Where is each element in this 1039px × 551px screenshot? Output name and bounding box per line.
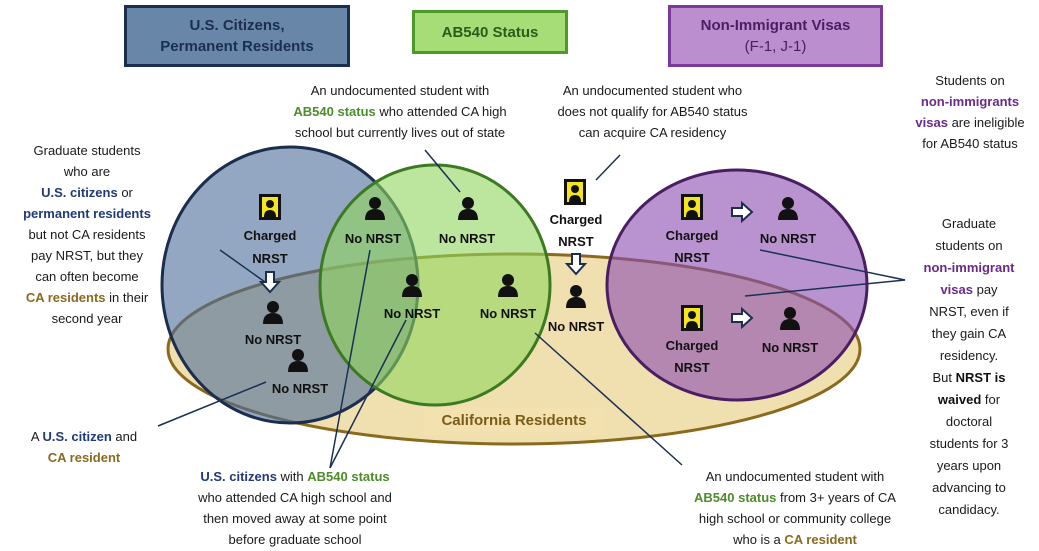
note-line: students on (935, 238, 1003, 253)
pointer-line (424, 149, 461, 193)
note-line: Graduate students (33, 143, 141, 158)
header-line: U.S. Citizens, (189, 17, 285, 34)
charged-badge-icon (681, 194, 703, 220)
pointer-line (329, 249, 371, 469)
note-line: AB540 status who attended CA high (293, 104, 507, 119)
note-line: who are (63, 164, 111, 179)
header-line: Non-Immigrant Visas (700, 17, 851, 34)
no-nrst-label: No NRST (384, 306, 440, 321)
no-nrst-label: No NRST (345, 231, 401, 246)
note-line: AB540 status from 3+ years of CA (694, 490, 896, 505)
note-line: An undocumented student with (705, 469, 885, 484)
charged-badge-icon (681, 305, 703, 331)
note-line: can often become (35, 269, 139, 284)
note-grad-nonimmigrant: Graduate students on non-immigrant visas… (910, 213, 1028, 521)
no-nrst-label: No NRST (439, 231, 495, 246)
note-line: high school or community college (698, 511, 892, 526)
ab540-circle (318, 163, 552, 407)
note-line: second year (51, 311, 123, 326)
note-line: candidacy. (938, 502, 1000, 517)
pointer-line (219, 249, 266, 283)
pointer-line (744, 279, 906, 297)
note-line: can acquire CA residency (578, 125, 727, 140)
note-line: years upon (936, 458, 1002, 473)
nrst-label: NRST (674, 250, 709, 265)
pointer-line (759, 249, 906, 281)
nrst-label: NRST (558, 234, 593, 249)
charged-label: Charged (666, 338, 719, 353)
note-line: U.S. citizens with AB540 status (200, 469, 390, 484)
note-line: An undocumented student with (310, 83, 490, 98)
note-line: Students on (935, 73, 1005, 88)
no-nrst-label: No NRST (760, 231, 816, 246)
note-line: But NRST is (932, 370, 1006, 385)
note-line: for AB540 status (922, 136, 1018, 151)
note-line: then moved away at some point (203, 511, 387, 526)
note-ab540-out-of-state: An undocumented student with AB540 statu… (270, 80, 530, 143)
no-nrst-label: No NRST (245, 332, 301, 347)
note-line: pay NRST, but they (31, 248, 143, 263)
note-line: visas pay (940, 282, 998, 297)
no-nrst-label: No NRST (762, 340, 818, 355)
note-line: waived for (937, 392, 1001, 407)
note-undocumented-no-ab540: An undocumented student who does not qua… (535, 80, 770, 143)
pointer-line (595, 154, 621, 181)
charged-label: Charged (550, 212, 603, 227)
no-nrst-label: No NRST (272, 381, 328, 396)
pointer-line (157, 381, 267, 427)
note-line: U.S. citizens or (41, 185, 133, 200)
note-line: Graduate (941, 216, 997, 231)
note-line: they gain CA (931, 326, 1007, 341)
note-line: NRST, even if (929, 304, 1009, 319)
pointer-line (329, 319, 407, 469)
note-ab540-ca-resident: An undocumented student with AB540 statu… (665, 466, 925, 550)
note-grad-us: Graduate students who are U.S. citizens … (2, 140, 172, 329)
note-line: who is a CA resident (733, 532, 857, 547)
note-line: visas are ineligible (915, 115, 1025, 130)
header-line: Permanent Residents (160, 38, 314, 55)
us-citizens-header: U.S. Citizens, Permanent Residents (124, 5, 350, 67)
note-line: residency. (939, 348, 999, 363)
note-line: doctoral (945, 414, 993, 429)
note-line: but not CA residents (28, 227, 146, 242)
note-line: advancing to (932, 480, 1006, 495)
note-us-ca-resident: A U.S. citizen and CA resident (14, 426, 154, 468)
header-line: (F-1, J-1) (744, 38, 807, 55)
note-line: CA residents in their (25, 290, 149, 305)
no-nrst-label: No NRST (548, 319, 604, 334)
nrst-label: NRST (252, 251, 287, 266)
note-line: who attended CA high school and (198, 490, 392, 505)
nrst-label: NRST (674, 360, 709, 375)
note-nonimmigrant-ineligible: Students on non-immigrants visas are ine… (905, 70, 1035, 154)
ca-residents-label: California Residents (424, 407, 604, 435)
ab540-header: AB540 Status (412, 10, 568, 54)
note-line: before graduate school (228, 532, 362, 547)
note-line: non-immigrants (920, 94, 1020, 109)
note-us-ab540: U.S. citizens with AB540 status who atte… (170, 466, 420, 550)
charged-label: Charged (244, 228, 297, 243)
note-line: school but currently lives out of state (294, 125, 506, 140)
header-label: AB540 Status (441, 23, 539, 41)
note-line: non-immigrant (923, 260, 1015, 275)
note-line: permanent residents (23, 206, 151, 221)
charged-badge-icon (259, 194, 281, 220)
no-nrst-label: No NRST (480, 306, 536, 321)
note-line: An undocumented student who (562, 83, 743, 98)
note-line: A U.S. citizen and (30, 429, 138, 444)
pointer-line (534, 332, 683, 466)
charged-label: Charged (666, 228, 719, 243)
note-line: CA resident (47, 450, 121, 465)
non-immigrant-circle (605, 168, 869, 402)
non-immigrant-header: Non-Immigrant Visas (F-1, J-1) (668, 5, 883, 67)
note-line: students for 3 (929, 436, 1009, 451)
charged-badge-icon (564, 179, 586, 205)
note-line: does not qualify for AB540 status (557, 104, 748, 119)
